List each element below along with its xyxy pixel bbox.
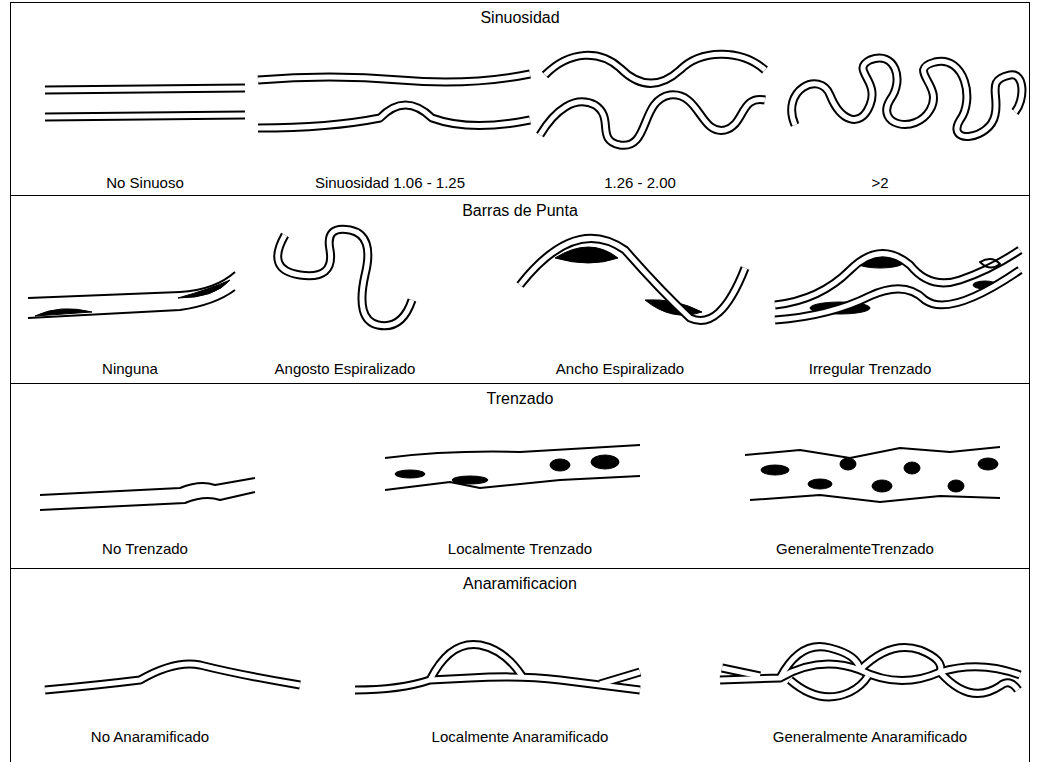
class-label: Localmente Trenzado — [448, 540, 592, 557]
river-stroke — [775, 270, 1020, 320]
river-stroke — [840, 458, 856, 470]
river-stroke — [355, 677, 640, 690]
class-label: >2 — [871, 174, 888, 191]
river-stroke — [940, 672, 1018, 693]
river-stroke — [722, 668, 760, 676]
river-stroke — [860, 648, 941, 673]
river-stroke — [745, 447, 1000, 458]
class-label: Sinuosidad 1.06 - 1.25 — [315, 174, 465, 191]
river-stroke — [761, 465, 789, 475]
river-stroke — [780, 647, 860, 678]
river-stroke — [35, 309, 92, 316]
anastomosing-sketches — [45, 644, 1020, 696]
river-stroke — [178, 280, 230, 298]
river-stroke — [872, 480, 892, 492]
class-label: Generalmente Anaramificado — [773, 728, 967, 745]
class-label: Irregular Trenzado — [809, 360, 932, 377]
river-stroke — [808, 479, 832, 489]
section-band: Sinuosidad — [10, 2, 1030, 195]
river-stroke — [600, 672, 640, 684]
river-stroke — [600, 672, 640, 684]
river-stroke — [545, 54, 765, 83]
class-label: Ancho Espiralizado — [556, 360, 684, 377]
river-stroke — [550, 459, 570, 471]
river-stroke — [258, 105, 530, 128]
class-label: Localmente Anaramificado — [432, 728, 609, 745]
sinuosity-sketches — [45, 54, 1022, 145]
river-stroke — [355, 677, 640, 690]
river-stroke — [904, 462, 920, 474]
river-stroke — [45, 88, 245, 90]
river-stroke — [540, 95, 765, 146]
river-stroke — [258, 74, 530, 82]
class-label: No Trenzado — [102, 540, 188, 557]
river-stroke — [775, 270, 1020, 320]
river-stroke — [278, 229, 412, 326]
river-stroke — [978, 458, 998, 470]
river-stroke — [591, 455, 619, 469]
river-stroke — [45, 664, 300, 690]
river-stroke — [395, 470, 425, 478]
section-band: Barras de Punta — [10, 195, 1030, 383]
braided-sketches — [40, 445, 1000, 510]
class-label: No Sinuoso — [106, 174, 184, 191]
river-stroke — [430, 644, 522, 680]
river-stroke — [520, 238, 745, 320]
class-label: GeneralmenteTrenzado — [776, 540, 934, 557]
river-stroke — [722, 668, 760, 676]
river-stroke — [385, 476, 640, 490]
class-label: Ninguna — [102, 360, 158, 377]
section-heading: Sinuosidad — [11, 9, 1029, 27]
class-label: No Anaramificado — [91, 728, 209, 745]
river-stroke — [792, 58, 1022, 136]
river-stroke — [940, 672, 1018, 693]
river-stroke — [258, 105, 530, 128]
river-stroke — [545, 54, 765, 83]
river-stroke — [948, 480, 964, 492]
river-stroke — [40, 492, 255, 510]
river-stroke — [720, 664, 1020, 680]
river-stroke — [258, 74, 530, 82]
river-stroke — [540, 95, 765, 146]
river-stroke — [45, 115, 245, 117]
river-stroke — [40, 478, 255, 495]
class-label: Angosto Espiralizado — [275, 360, 416, 377]
section-heading: Anaramificacion — [11, 575, 1029, 593]
river-stroke — [45, 115, 245, 117]
river-stroke — [45, 88, 245, 90]
section-heading: Barras de Punta — [11, 202, 1029, 220]
class-label: 1.26 - 2.00 — [604, 174, 676, 191]
river-stroke — [750, 495, 1000, 502]
river-stroke — [45, 664, 300, 690]
river-stroke — [980, 259, 1000, 268]
river-stroke — [792, 58, 1022, 136]
river-stroke — [452, 476, 488, 484]
river-stroke — [28, 272, 235, 298]
river-stroke — [520, 238, 745, 320]
section-heading: Trenzado — [11, 390, 1029, 408]
river-stroke — [860, 648, 941, 673]
point-bar-sketches — [28, 229, 1020, 326]
river-stroke — [790, 676, 868, 697]
river-stroke — [278, 229, 412, 326]
river-stroke — [790, 676, 868, 697]
